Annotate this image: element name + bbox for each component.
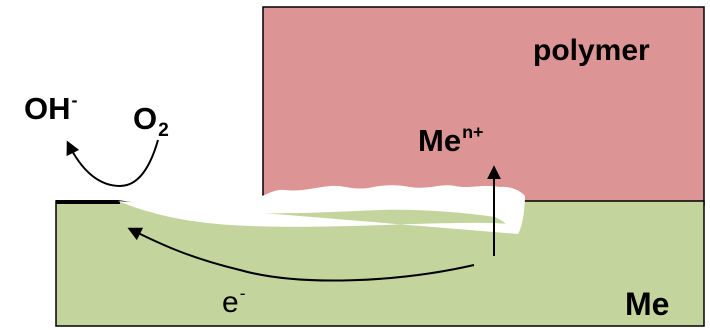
metal-ion-label: Men+ xyxy=(418,125,484,156)
polymer-label-text: polymer xyxy=(533,34,650,67)
hydroxide-label: OH- xyxy=(24,93,77,124)
electron-charge: - xyxy=(240,283,246,303)
metal-ion-text: Me xyxy=(418,123,461,158)
metal-ion-charge: n+ xyxy=(462,122,483,142)
oxygen-label: O2 xyxy=(133,103,169,134)
electron-label: e- xyxy=(222,288,245,318)
metal-label: Me xyxy=(625,288,669,320)
hydroxide-charge: - xyxy=(72,90,78,110)
oxygen-reduction-arrow xyxy=(68,140,158,186)
hydroxide-text: OH xyxy=(24,91,71,126)
metal-label-text: Me xyxy=(625,286,669,322)
metal-block xyxy=(56,201,704,326)
oxygen-text: O xyxy=(133,101,157,136)
polymer-label: polymer xyxy=(533,36,650,66)
electron-text: e xyxy=(222,286,239,319)
oxygen-subscript: 2 xyxy=(158,120,169,141)
